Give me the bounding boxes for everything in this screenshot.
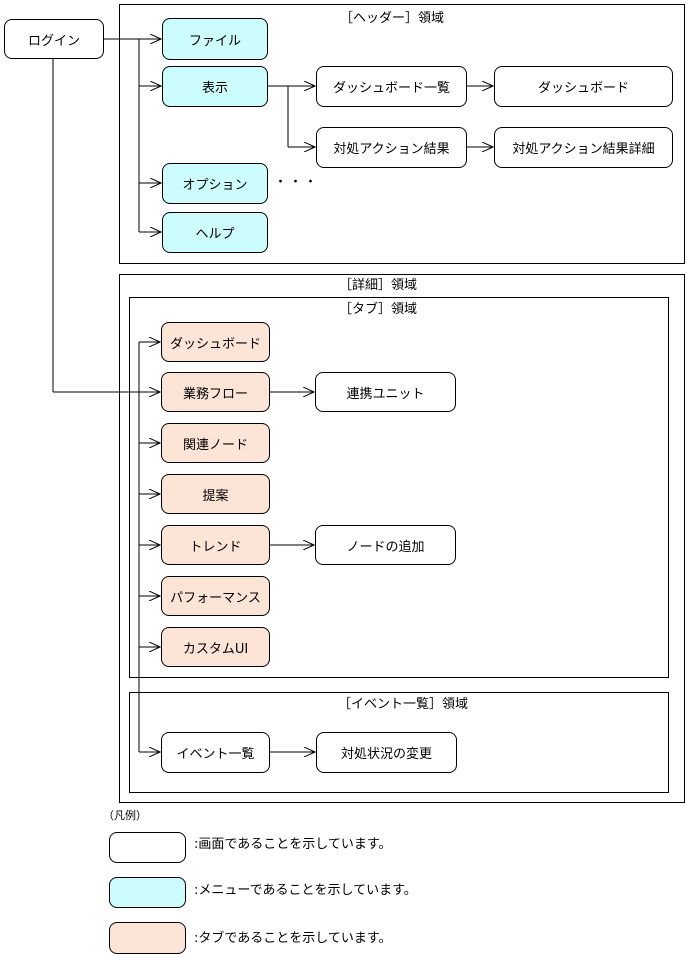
detail-region-title: ［詳細］領域 bbox=[338, 278, 418, 293]
legend-screen-label: :画面であることを示しています。 bbox=[194, 837, 392, 852]
screen-change-status[interactable]: 対処状況の変更 bbox=[316, 732, 457, 773]
header-region-title: ［ヘッダー］領域 bbox=[339, 11, 445, 26]
ellipsis: ・・・ bbox=[274, 175, 320, 190]
screen-action-result-detail[interactable]: 対処アクション結果詳細 bbox=[494, 127, 673, 168]
event-region-title: ［イベント一覧］領域 bbox=[337, 697, 469, 712]
tab-region-title: ［タブ］領域 bbox=[338, 302, 418, 317]
screen-action-result[interactable]: 対処アクション結果 bbox=[316, 127, 467, 168]
legend-menu-label: :メニューであることを示しています。 bbox=[194, 883, 417, 898]
screen-event-list[interactable]: イベント一覧 bbox=[161, 732, 270, 773]
menu-file[interactable]: ファイル bbox=[162, 18, 268, 60]
tab-dashboard[interactable]: ダッシュボード bbox=[161, 322, 270, 362]
tab-related-node[interactable]: 関連ノード bbox=[161, 423, 270, 463]
legend-tab-label: :タブであることを示しています。 bbox=[194, 931, 392, 946]
tab-performance[interactable]: パフォーマンス bbox=[161, 576, 270, 616]
screen-dashboard[interactable]: ダッシュボード bbox=[494, 66, 673, 107]
login-screen[interactable]: ログイン bbox=[4, 19, 104, 59]
tab-region bbox=[129, 297, 669, 678]
screen-add-node[interactable]: ノードの追加 bbox=[315, 525, 456, 565]
detail-region bbox=[119, 274, 685, 803]
tab-workflow[interactable]: 業務フロー bbox=[161, 372, 270, 412]
tab-proposal[interactable]: 提案 bbox=[161, 474, 270, 514]
menu-option[interactable]: オプション bbox=[162, 163, 268, 204]
menu-view[interactable]: 表示 bbox=[162, 66, 268, 107]
tab-custom-ui[interactable]: カスタムUI bbox=[161, 627, 270, 667]
menu-help[interactable]: ヘルプ bbox=[162, 212, 268, 253]
screen-dashboard-list[interactable]: ダッシュボード一覧 bbox=[316, 66, 467, 107]
legend-menu-swatch bbox=[109, 877, 186, 908]
tab-trend[interactable]: トレンド bbox=[161, 525, 270, 565]
legend-tab-swatch bbox=[109, 922, 186, 954]
legend-title: （凡例） bbox=[103, 809, 147, 822]
header-region bbox=[119, 4, 685, 264]
legend-screen-swatch bbox=[109, 832, 186, 863]
event-region bbox=[129, 692, 669, 793]
screen-link-unit[interactable]: 連携ユニット bbox=[315, 372, 456, 412]
